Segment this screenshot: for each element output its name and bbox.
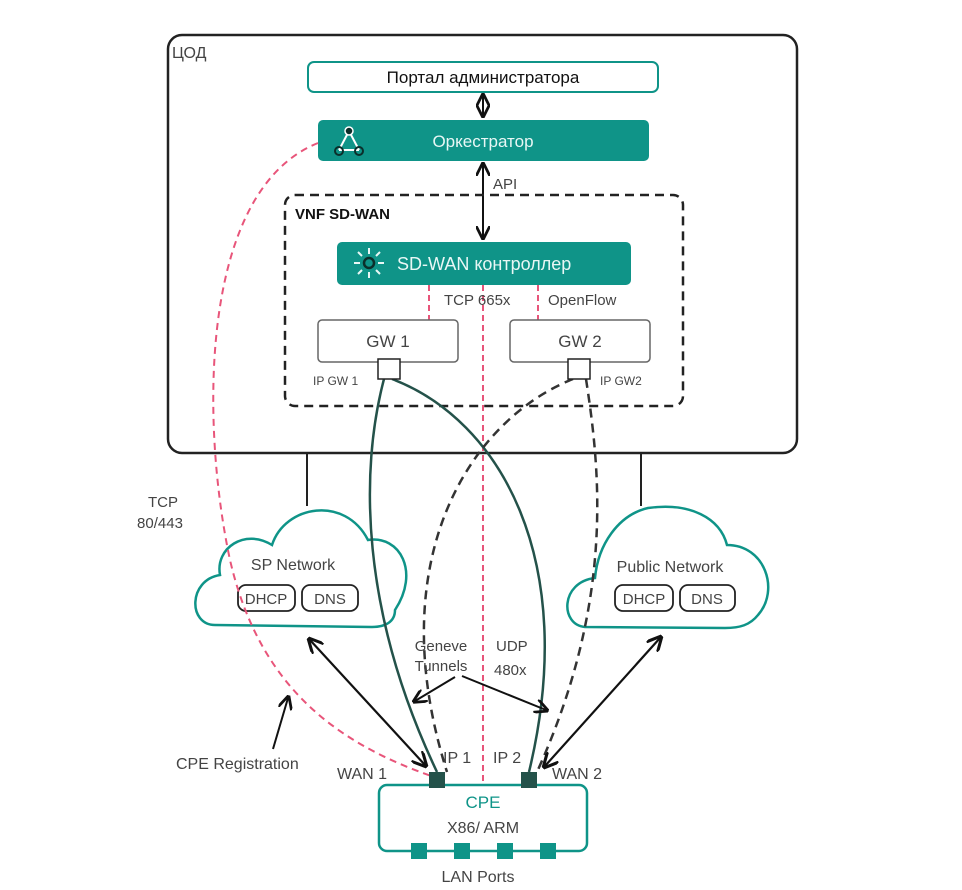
admin-portal-box[interactable] [307, 61, 659, 93]
wan2-port [521, 772, 537, 788]
lan-ports-group [411, 843, 556, 859]
gw2-label: GW 2 [558, 332, 601, 351]
orchestrator-graph-icon [334, 126, 364, 156]
cpe-arch-label: X86/ ARM [447, 820, 519, 837]
api-label: API [493, 176, 517, 193]
sp-dhcp-badge [237, 584, 296, 612]
openflow-label: OpenFlow [548, 292, 617, 309]
gw1-ip-port [377, 358, 401, 380]
tunnel-gw1-wan2 [391, 377, 546, 773]
cpe-registration-label: CPE Registration [176, 756, 299, 773]
cpe-registration-arrow [272, 698, 288, 750]
cpe-title: CPE [466, 793, 501, 812]
ip2-label: IP 2 [493, 750, 521, 767]
geneve-label-line2: Tunnels [415, 658, 468, 675]
cpe-box[interactable] [377, 783, 589, 853]
orchestrator-label: Оркестратор [432, 132, 533, 151]
udp-label-line1: UDP [496, 638, 528, 655]
geneve-label-line1: Geneve [415, 638, 468, 655]
tunnel-gw2-wan1 [422, 377, 574, 773]
gw2-ip-port [567, 358, 591, 380]
public-dhcp-badge [614, 584, 674, 612]
datacenter-label: ЦОД [172, 45, 207, 62]
lan-ports-label: LAN Ports [442, 869, 515, 886]
public-dhcp-label: DHCP [623, 591, 666, 608]
sp-dns-label: DNS [314, 591, 346, 608]
sp-dhcp-label: DHCP [245, 591, 288, 608]
tunnel-gw2-wan2 [535, 378, 599, 773]
sp-dns-badge [301, 584, 359, 612]
wan2-label: WAN 2 [552, 766, 602, 783]
vnf-sdwan-label: VNF SD-WAN [295, 206, 390, 223]
geneve-arrow-right [461, 675, 546, 710]
lan-port [540, 843, 556, 859]
lan-port [411, 843, 427, 859]
tcp-registration-line2: 80/443 [137, 515, 183, 532]
cpe-registration-link [212, 142, 438, 779]
wan1-label: WAN 1 [337, 766, 387, 783]
sp-network-label: SP Network [251, 557, 336, 574]
gw1-label: GW 1 [366, 332, 409, 351]
tcp-665x-label: TCP 665x [444, 292, 511, 309]
ip1-label: IP 1 [443, 750, 471, 767]
wan1-port [429, 772, 445, 788]
sdwan-controller-label: SD-WAN контроллер [397, 254, 571, 274]
gw1-ip-label: IP GW 1 [313, 374, 358, 388]
controller-burst-icon [354, 248, 384, 278]
geneve-arrow-left [415, 676, 456, 701]
public-dns-badge [679, 584, 736, 612]
datacenter-frame [166, 33, 799, 455]
vnf-sdwan-frame [283, 193, 685, 408]
wan2-public-arrow [545, 638, 660, 766]
udp-label-line2: 480x [494, 662, 527, 679]
gw2-ip-label: IP GW2 [600, 374, 642, 388]
lan-port [497, 843, 513, 859]
tcp-registration-line1: TCP [148, 494, 178, 511]
orchestrator-box[interactable] [318, 120, 649, 161]
lan-port [454, 843, 470, 859]
public-network-label: Public Network [617, 559, 725, 576]
sdwan-controller-box[interactable] [337, 242, 631, 285]
admin-portal-label: Портал администратора [387, 68, 580, 87]
wan1-sp-arrow [310, 640, 425, 765]
public-dns-label: DNS [691, 591, 723, 608]
